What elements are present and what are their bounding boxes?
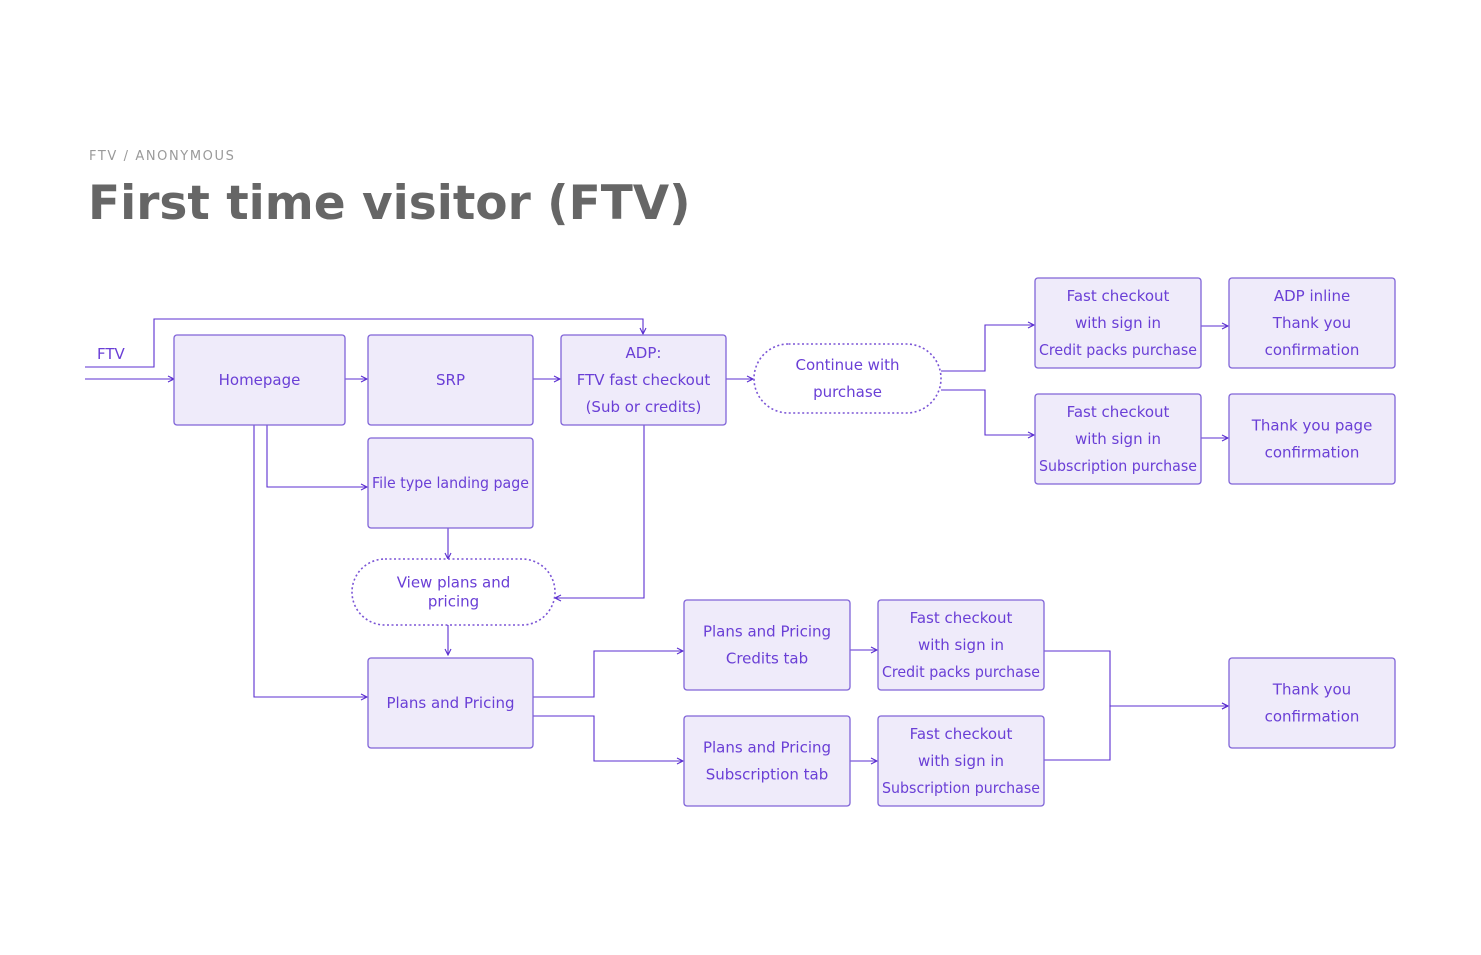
node-label-line: with sign in xyxy=(918,752,1004,770)
node-box xyxy=(367,657,534,749)
node-fc-credits-bottom: Fast checkout with sign in Credit packs pu… xyxy=(877,599,1045,691)
edge-homepage-to-file-type xyxy=(266,425,367,487)
edge-continue-to-fc-credits-top xyxy=(941,325,1034,372)
node-fc-sub-top: Fast checkout with sign in Subscription pu… xyxy=(1034,393,1202,485)
node-label-line: Subscription purchase xyxy=(1039,457,1197,475)
node-label-line: (Sub or credits) xyxy=(586,398,702,416)
edge-fc-credits-bottom-to-thankyou xyxy=(1044,650,1228,706)
node-label-line: confirmation xyxy=(1265,444,1360,462)
node-box xyxy=(1034,277,1202,369)
node-label-line: Credits tab xyxy=(726,650,808,668)
node-fc-sub-bottom: Fast checkout with sign in Subscription pu… xyxy=(877,715,1045,807)
node-box xyxy=(560,334,727,426)
edge-ftv-to-adp xyxy=(85,318,643,368)
node-plans: Plans and Pricing xyxy=(367,657,534,749)
node-label-line: purchase xyxy=(813,383,882,401)
edge-continue-to-fc-sub-top xyxy=(941,389,1034,435)
node-box xyxy=(877,599,1045,691)
node-label-line: Plans and Pricing xyxy=(386,694,514,712)
node-box xyxy=(367,334,534,426)
node-box xyxy=(877,715,1045,807)
node-fc-credits-top: Fast checkout with sign in Credit packs pu… xyxy=(1034,277,1202,369)
node-label-line: Fast checkout xyxy=(1067,403,1170,421)
edge-fc-sub-bottom-to-thankyou xyxy=(1044,706,1228,761)
node-label-line: confirmation xyxy=(1265,341,1360,359)
node-continue: Continue with purchase xyxy=(753,343,942,414)
node-label-line: ADP inline xyxy=(1274,287,1350,305)
node-label-line: Credit packs purchase xyxy=(1039,341,1197,359)
edge-adp-to-view-plans xyxy=(555,425,645,598)
node-box xyxy=(367,437,534,529)
node-label-line: Homepage xyxy=(219,371,301,389)
node-label-line: Continue with xyxy=(795,356,899,374)
node-label-line: with sign in xyxy=(1075,314,1161,332)
node-label-line: with sign in xyxy=(918,636,1004,654)
node-box xyxy=(1228,277,1396,369)
breadcrumb: FTV / ANONYMOUS xyxy=(89,149,236,164)
node-label-line: Credit packs purchase xyxy=(882,663,1040,681)
edge-plans-to-pp-sub xyxy=(533,715,683,761)
node-label-line: Fast checkout xyxy=(1067,287,1170,305)
nodes: FTV Homepage SRP ADP: FTV fast checkout (Sub … xyxy=(97,277,1396,807)
node-label-line: Thank you xyxy=(1272,314,1351,332)
node-box xyxy=(683,599,851,691)
node-label-line: Thank you page xyxy=(1251,417,1373,435)
node-thankyou-page: Thank you page confirmation xyxy=(1228,393,1396,485)
node-label-line: View plans and xyxy=(397,574,511,592)
edge-plans-to-pp-credits xyxy=(533,651,683,698)
edges xyxy=(85,318,1228,761)
decision-pill xyxy=(351,558,556,626)
node-box xyxy=(1228,657,1396,749)
node-label-line: Fast checkout xyxy=(910,609,1013,627)
node-box xyxy=(683,715,851,807)
node-homepage: Homepage xyxy=(173,334,346,426)
node-label-line: pricing xyxy=(428,593,479,611)
node-box xyxy=(1034,393,1202,485)
node-label-line: Plans and Pricing xyxy=(703,623,831,641)
node-label-line: Plans and Pricing xyxy=(703,739,831,757)
node-box xyxy=(1228,393,1396,485)
node-label-line: File type landing page xyxy=(372,474,529,492)
node-label-line: with sign in xyxy=(1075,430,1161,448)
edge-homepage-to-plans xyxy=(253,425,367,697)
node-file-type: File type landing page xyxy=(367,437,534,529)
node-srp: SRP xyxy=(367,334,534,426)
node-label-line: Subscription tab xyxy=(706,766,829,784)
node-label-line: FTV fast checkout xyxy=(577,371,711,389)
node-label-line: confirmation xyxy=(1265,708,1360,726)
node-label-line: SRP xyxy=(436,371,465,389)
node-label-line: ADP: xyxy=(626,344,662,362)
entry-label: FTV xyxy=(97,345,126,363)
page-title: First time visitor (FTV) xyxy=(88,176,691,231)
node-box xyxy=(173,334,346,426)
decision-pill xyxy=(753,343,942,414)
node-adp: ADP: FTV fast checkout (Sub or credits) xyxy=(560,334,727,426)
node-label-line: Subscription purchase xyxy=(882,779,1040,797)
node-label-line: Thank you xyxy=(1272,681,1351,699)
node-label-line: Fast checkout xyxy=(910,725,1013,743)
node-thankyou: Thank you confirmation xyxy=(1228,657,1396,749)
